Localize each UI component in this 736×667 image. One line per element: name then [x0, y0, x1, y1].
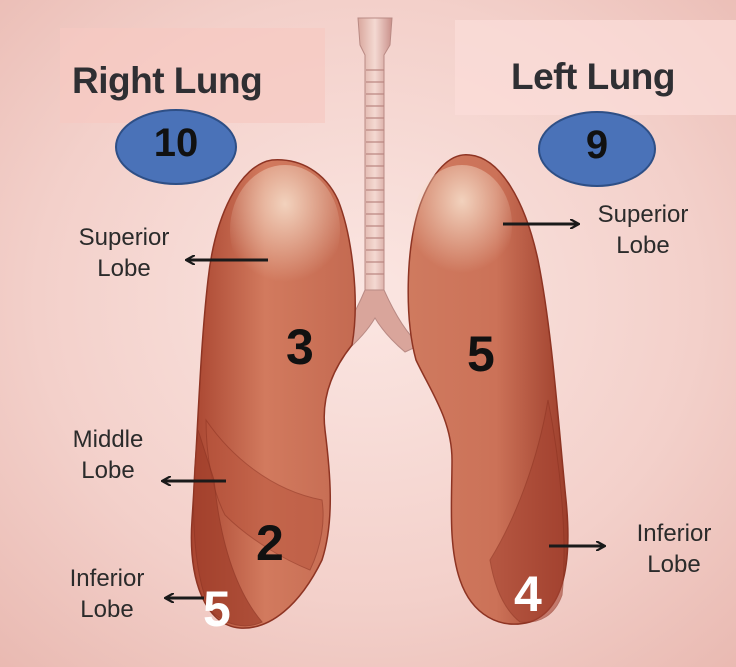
right-middle-lobe-label: Middle Lobe: [58, 424, 158, 486]
right-inferior-lobe-label-line1: Inferior: [54, 563, 160, 594]
left-superior-lobe-label-line1: Superior: [582, 199, 704, 230]
right-lung-total: 10: [116, 121, 236, 166]
right-inferior-segment-count: 5: [203, 580, 231, 638]
right-superior-lobe-label: Superior Lobe: [64, 222, 184, 284]
right-superior-segment-count: 3: [286, 318, 314, 376]
right-superior-lobe-label-line1: Superior: [64, 222, 184, 253]
right-inferior-lobe-label: Inferior Lobe: [54, 563, 160, 625]
right-superior-lobe-label-line2: Lobe: [64, 253, 184, 284]
left-inferior-lobe-label-line2: Lobe: [616, 549, 732, 580]
right-middle-segment-count: 2: [256, 514, 284, 572]
right-middle-lobe-label-line1: Middle: [58, 424, 158, 455]
left-inferior-lobe-label-line1: Inferior: [616, 518, 732, 549]
left-inferior-lobe-label: Inferior Lobe: [616, 518, 732, 580]
left-superior-segment-count: 5: [467, 325, 495, 383]
left-lung-title: Left Lung: [511, 56, 675, 98]
left-superior-lobe-label-line2: Lobe: [582, 230, 704, 261]
right-middle-lobe-label-line2: Lobe: [58, 455, 158, 486]
right-inferior-lobe-label-line2: Lobe: [54, 594, 160, 625]
right-lung-title: Right Lung: [72, 60, 262, 102]
left-inferior-segment-count: 4: [514, 565, 542, 623]
left-superior-lobe-label: Superior Lobe: [582, 199, 704, 261]
left-lung-total: 9: [537, 123, 657, 168]
